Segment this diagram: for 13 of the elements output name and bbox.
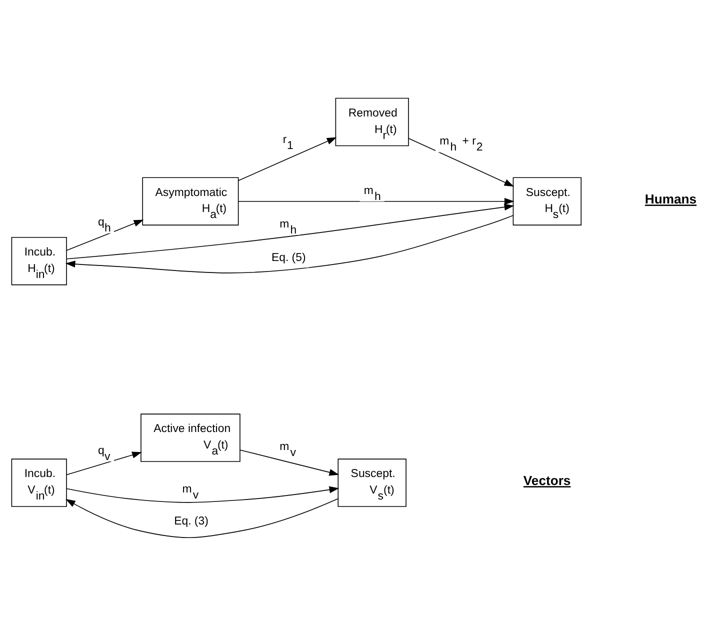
arrow [240,449,340,476]
edge-label: Eq. (5) [271,251,306,264]
arrow [238,136,337,181]
arrow [238,197,514,204]
label: Humans [644,191,697,206]
arrow [66,486,340,502]
arrow [408,137,514,186]
edge-label: Eq. (3) [174,514,208,527]
arrow [66,219,144,250]
label: Vectors [523,472,571,488]
arrow [66,451,142,475]
arrow [66,498,338,538]
arrow [66,203,514,259]
